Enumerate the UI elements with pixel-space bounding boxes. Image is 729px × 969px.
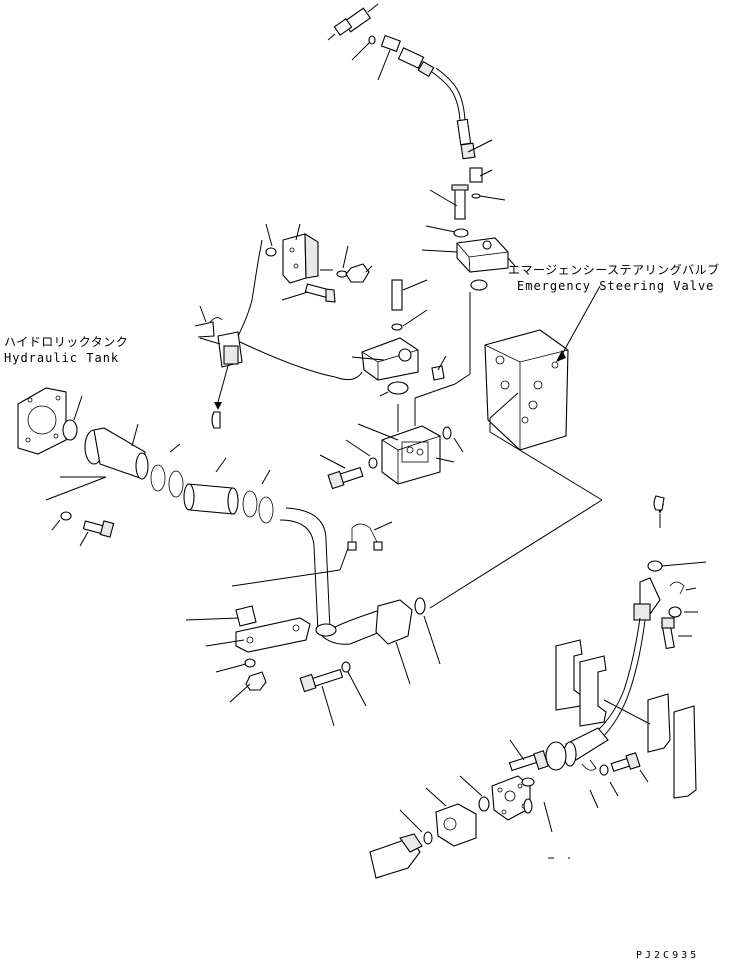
- washer-flange: [599, 764, 609, 776]
- gasket-tank: [62, 419, 78, 441]
- washer-upper: [453, 228, 469, 238]
- pump-hose-assembly: [369, 495, 707, 879]
- hose-clamp-3: [242, 490, 258, 518]
- label-emergency-steering-valve: エマージェンシーステアリングバルブ Emergency Steering Val…: [508, 262, 720, 293]
- nut-bracket-2: [245, 671, 267, 691]
- o-ring-pump: [647, 560, 663, 572]
- hose-clamp-1: [150, 464, 166, 492]
- o-ring-pump-4: [423, 831, 433, 845]
- washer-lower: [368, 457, 378, 469]
- hose-clamp-2: [168, 470, 184, 498]
- hose-end-fitting-top: [380, 34, 435, 78]
- bolt-flange-2: [610, 752, 641, 772]
- o-ring-top: [368, 35, 376, 45]
- hydraulic-tank-assembly: [17, 387, 274, 547]
- o-ring-lower: [442, 426, 452, 440]
- bolt-bracket: [304, 283, 336, 303]
- washer-pump: [668, 606, 682, 618]
- bolt-pump: [661, 617, 675, 650]
- pipe-clamp: [315, 623, 337, 637]
- clip-pump: [669, 581, 685, 595]
- drawing-code: PJ2C935: [636, 950, 699, 961]
- o-ring-middle: [387, 381, 409, 395]
- rubber-hose: [183, 483, 239, 515]
- o-ring-pump-3: [523, 798, 533, 814]
- tank-outlet-tube: [84, 427, 149, 480]
- label-emergency-valve-en: Emergency Steering Valve: [517, 279, 714, 293]
- o-ring-pipe: [414, 597, 426, 615]
- washer-middle: [391, 323, 403, 331]
- top-hose-assembly: [327, 3, 506, 201]
- left-hose-assembly: [194, 239, 336, 429]
- label-emergency-valve-jp: エマージェンシーステアリングバルブ: [508, 262, 720, 277]
- pipe-bracket-plate: [235, 617, 311, 653]
- plug-middle: [431, 365, 445, 381]
- hose-end-flange: [545, 727, 609, 771]
- label-hydraulic-tank-jp: ハイドロリックタンク: [4, 335, 128, 349]
- top-fitting: [327, 3, 379, 41]
- upper-valve-block: [421, 184, 516, 291]
- lower-valve-block: [319, 398, 464, 490]
- bolt-flange-pump: [508, 750, 549, 772]
- clip-flange: [581, 759, 597, 771]
- o-ring-pump-2: [478, 796, 490, 812]
- middle-valve-cluster: [334, 279, 471, 399]
- washer-tank: [60, 511, 72, 521]
- pump-body: [369, 833, 423, 879]
- bolt-middle: [391, 279, 403, 311]
- nut-bracket: [345, 263, 370, 283]
- u-bolt: [347, 523, 383, 551]
- bracket-assembly: [265, 223, 373, 303]
- rubber-cushion: [235, 605, 257, 627]
- hose-clamp-4: [258, 496, 274, 524]
- pump-block: [435, 803, 477, 847]
- suction-pipe-assembly: [185, 507, 441, 727]
- o-ring-adapter: [521, 777, 535, 787]
- bolt-tank: [82, 520, 115, 538]
- bolt-pipe: [299, 668, 344, 693]
- label-hydraulic-tank: ハイドロリックタンク Hydraulic Tank: [4, 335, 128, 365]
- hose-lower-fitting: [456, 118, 476, 160]
- o-ring-upper: [470, 279, 488, 291]
- emergency-steering-valve: [429, 285, 603, 609]
- elbow-fitting: [469, 167, 483, 199]
- label-hydraulic-tank-en: Hydraulic Tank: [4, 351, 119, 365]
- washer-bracket-2: [244, 658, 256, 668]
- bolt-lower: [327, 466, 364, 490]
- washer-pipe: [341, 661, 351, 673]
- split-flange-clamps: [555, 639, 697, 799]
